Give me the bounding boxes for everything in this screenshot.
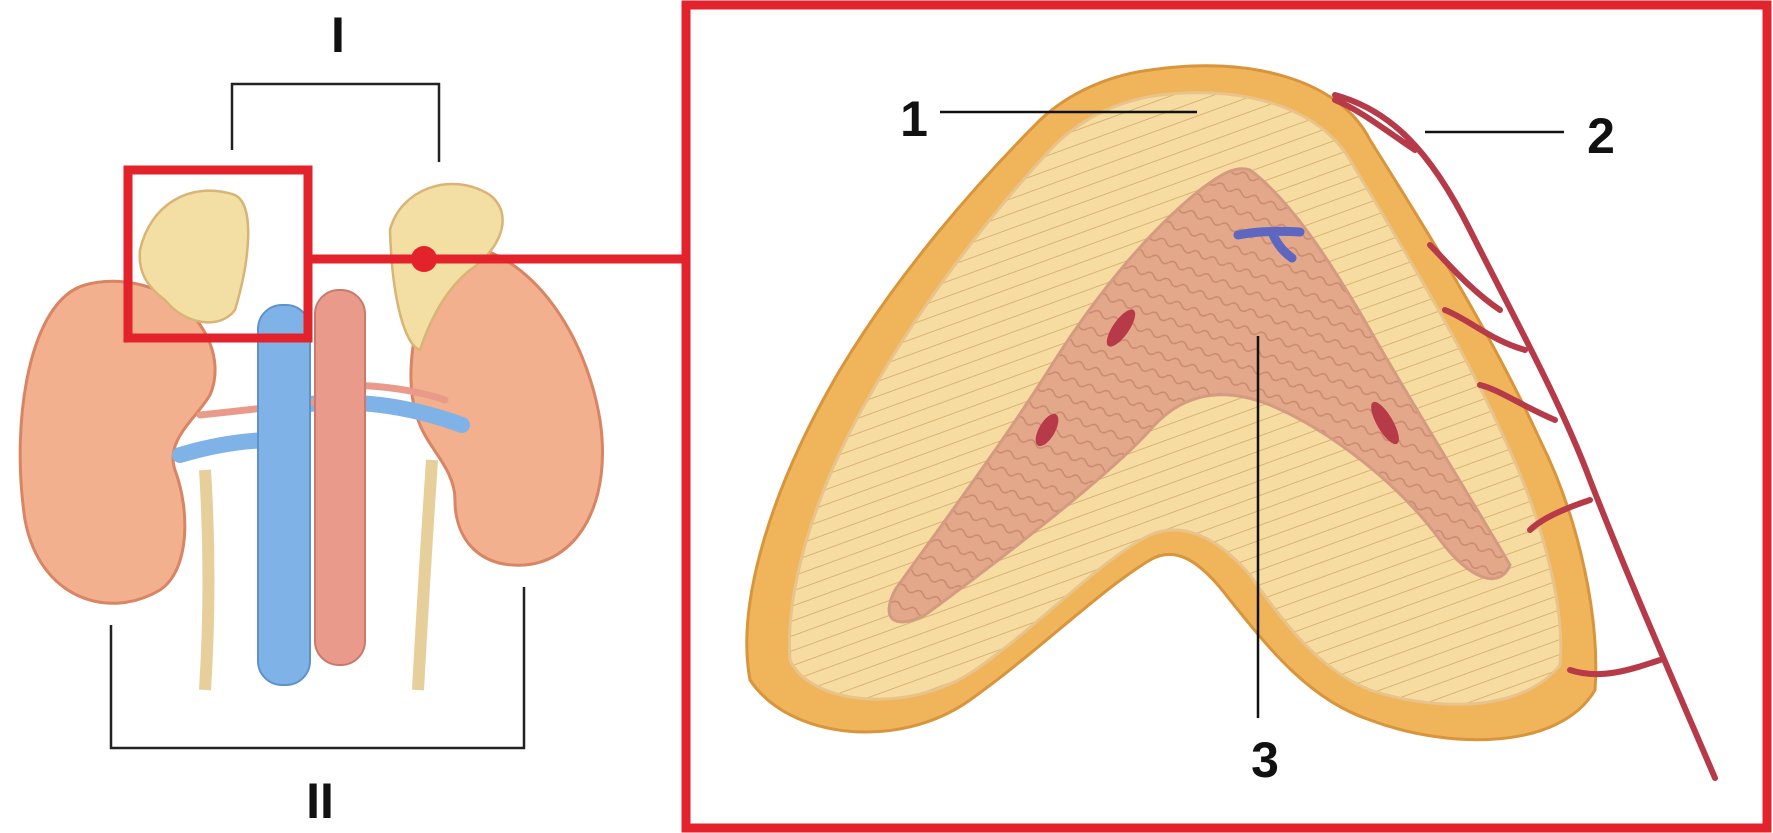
group-label-bottom: II: [306, 773, 334, 829]
cross-section-panel: 1 2 3: [686, 5, 1767, 828]
part-label-2: 2: [1587, 108, 1615, 164]
inferior-vena-cava: [258, 305, 310, 685]
overview-panel: I II: [20, 7, 686, 829]
part-label-3: 3: [1251, 732, 1279, 788]
highlight-connector-dot: [411, 246, 437, 272]
left-ureter: [205, 470, 209, 690]
top-bracket: [232, 84, 439, 162]
aorta: [315, 290, 365, 665]
group-label-top: I: [331, 7, 345, 63]
right-ureter: [418, 460, 432, 690]
part-label-1: 1: [900, 91, 928, 147]
left-kidney: [20, 281, 215, 603]
